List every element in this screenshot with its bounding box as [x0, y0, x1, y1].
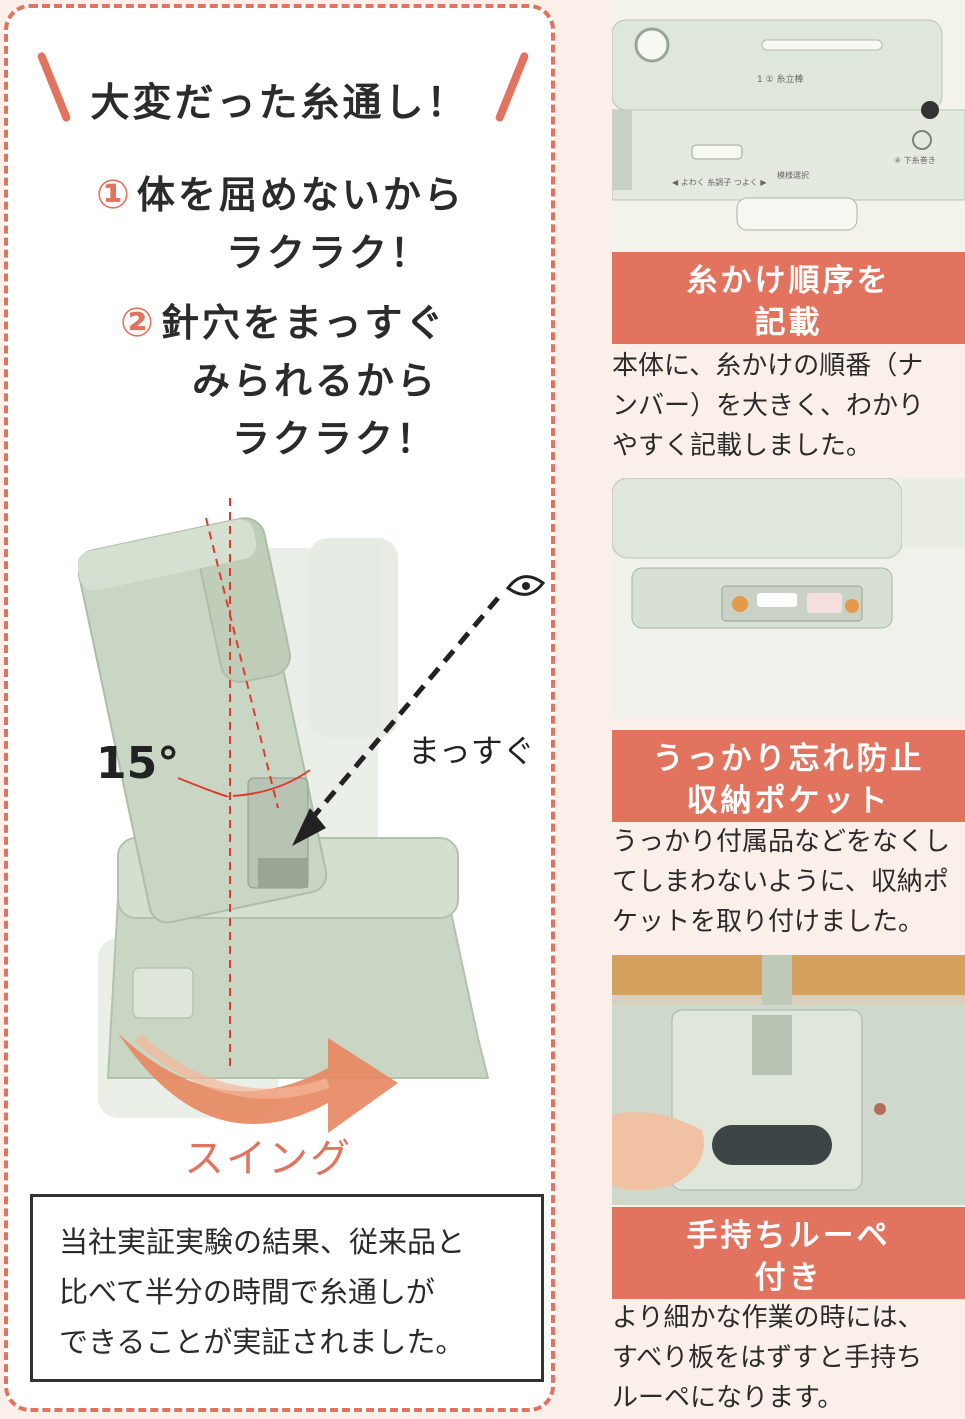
feature-title-line: 手持ちルーペ	[686, 1218, 891, 1254]
feature-title-line: 付き	[754, 1260, 823, 1296]
machine-label-thread-stand: 1 ① 糸立棒	[757, 73, 804, 85]
point-text: 体を屈めないから	[136, 173, 465, 217]
feature-title-line: 糸かけ順序を	[686, 263, 891, 299]
feature-title-line: 収納ポケット	[686, 783, 891, 819]
feature-description-storage-pocket: うっかり付属品などをなくし てしまわないように、収納ポ ケットを取り付けました。	[612, 822, 965, 942]
feature-desc-line: ルーペになります。	[612, 1383, 844, 1413]
point-text: ラクラク！	[226, 231, 432, 275]
angle-label: 15°	[96, 738, 180, 789]
sewing-machine-swing-illustration	[78, 498, 546, 1133]
machine-label-bobbin: ④ 下糸巻き	[894, 155, 936, 165]
feature-desc-line: うっかり付属品などをなくし	[612, 827, 951, 857]
photo-storage-pocket	[612, 478, 965, 718]
feature-desc-line: ンバー）を大きく、わかり	[612, 391, 925, 421]
feature-title-hand-loupe: 手持ちルーペ 付き	[612, 1207, 965, 1299]
result-statement: 当社実証実験の結果、従来品と 比べて半分の時間で糸通しが できることが実証されま…	[30, 1194, 544, 1382]
swing-label: スイング	[184, 1136, 352, 1182]
feature-desc-line: てしまわないように、収納ポ	[612, 867, 949, 897]
machine-label-pattern: 模様選択	[777, 170, 809, 180]
feature-desc-line: ケットを取り付けました。	[612, 907, 925, 937]
feature-title-threading-order: 糸かけ順序を 記載	[612, 252, 965, 344]
point-number: ①	[96, 172, 133, 218]
point-text: ラクラク！	[232, 417, 438, 461]
eye-icon	[505, 575, 546, 596]
result-line: できることが実証されました。	[59, 1325, 465, 1359]
machine-label-tension: ◀ よわく 糸調子 つよく ▶	[672, 177, 767, 187]
feature-desc-line: 本体に、糸かけの順番（ナ	[612, 351, 924, 381]
feature-title-storage-pocket: うっかり忘れ防止 収納ポケット	[612, 730, 965, 822]
point-number: ②	[120, 300, 157, 346]
point-text: 針穴をまっすぐ	[160, 301, 447, 345]
feature-desc-line: より細かな作業の時には、	[612, 1303, 924, 1333]
feature-title-line: 記載	[754, 305, 823, 341]
photo-threading-order-labels: 1 ① 糸立棒 ④ 下糸巻き ◀ よわく 糸調子 つよく ▶ 模様選択	[612, 0, 965, 252]
result-line: 比べて半分の時間で糸通しが	[59, 1275, 435, 1309]
result-line: 当社実証実験の結果、従来品と	[59, 1225, 466, 1259]
headline: 大変だった糸通し！	[90, 81, 469, 126]
feature-desc-line: やすく記載しました。	[612, 431, 873, 461]
feature-description-threading-order: 本体に、糸かけの順番（ナ ンバー）を大きく、わかり やすく記載しました。	[612, 346, 965, 466]
feature-title-line: うっかり忘れ防止	[652, 741, 925, 777]
feature-description-hand-loupe: より細かな作業の時には、 すべり板をはずすと手持ち ルーペになります。	[612, 1298, 965, 1418]
straight-label: まっすぐ	[408, 732, 535, 770]
feature-desc-line: すべり板をはずすと手持ち	[612, 1343, 923, 1373]
photo-hand-loupe	[612, 955, 965, 1205]
point-text: みられるから	[192, 359, 439, 403]
